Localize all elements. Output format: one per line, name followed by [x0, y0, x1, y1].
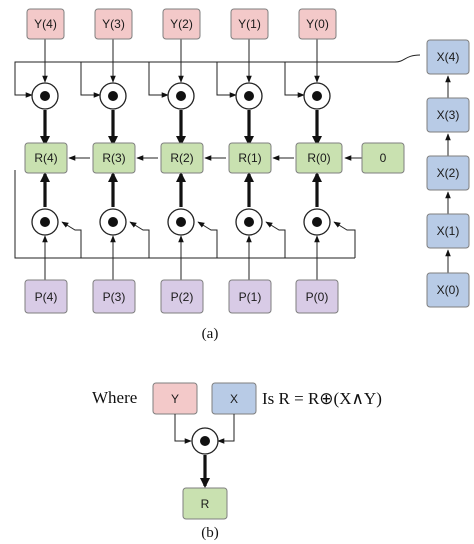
p-label-0: P(0) — [306, 290, 329, 304]
x-label-4: X(4) — [437, 50, 460, 64]
r-box-1: R(1) — [228, 142, 272, 174]
p-box-2: P(2) — [160, 279, 204, 314]
y-label-0: Y(0) — [306, 17, 329, 31]
r-label-3: R(3) — [102, 151, 125, 165]
r-box-0: R(0) — [295, 142, 343, 174]
y-box-3: Y(3) — [94, 8, 133, 40]
legend-wiring — [174, 414, 235, 444]
x-label-1: X(1) — [437, 224, 460, 238]
wiring-a — [14, 39, 451, 280]
y-box-1: Y(1) — [230, 8, 269, 40]
x-box-1: X(1) — [426, 213, 470, 249]
legend-formula: Is R = R⊕(X∧Y) — [262, 389, 382, 408]
top-node-4 — [31, 82, 59, 110]
caption-b: (b) — [201, 525, 219, 541]
bottom-node-1 — [235, 208, 263, 236]
x-box-4: X(4) — [426, 39, 470, 75]
p-box-1: P(1) — [228, 279, 272, 314]
y-box-4: Y(4) — [26, 8, 65, 40]
legend-x-box: X — [211, 382, 257, 415]
p-label-1: P(1) — [239, 290, 262, 304]
x-box-3: X(3) — [426, 97, 470, 133]
zero-label: 0 — [380, 151, 387, 165]
r-label-4: R(4) — [34, 151, 57, 165]
p-label-4: P(4) — [35, 290, 58, 304]
x-box-2: X(2) — [426, 155, 470, 191]
x-box-0: X(0) — [426, 272, 470, 308]
y-label-4: Y(4) — [34, 17, 57, 31]
x-label-3: X(3) — [437, 108, 460, 122]
y-label-1: Y(1) — [238, 17, 261, 31]
legend-r-box: R — [182, 487, 228, 520]
p-box-4: P(4) — [24, 279, 68, 314]
p-label-3: P(3) — [103, 290, 126, 304]
r-label-2: R(2) — [170, 151, 193, 165]
bottom-node-0 — [303, 208, 331, 236]
p-label-2: P(2) — [171, 290, 194, 304]
bottom-node-3 — [99, 208, 127, 236]
bold-arrows-a — [39, 110, 323, 207]
x-label-0: X(0) — [437, 283, 460, 297]
legend-where-text: Where — [92, 388, 137, 407]
zero-box: 0 — [361, 142, 405, 174]
r-label-1: R(1) — [238, 151, 261, 165]
caption-a: (a) — [202, 326, 219, 342]
legend-node — [191, 427, 219, 455]
legend-x-label: X — [230, 392, 238, 406]
r-box-3: R(3) — [92, 142, 136, 174]
p-box-3: P(3) — [92, 279, 136, 314]
top-node-1 — [235, 82, 263, 110]
y-label-3: Y(3) — [102, 17, 125, 31]
x-label-2: X(2) — [437, 166, 460, 180]
top-node-3 — [99, 82, 127, 110]
bottom-node-4 — [31, 208, 59, 236]
top-node-0 — [303, 82, 331, 110]
y-label-2: Y(2) — [170, 17, 193, 31]
y-box-2: Y(2) — [162, 8, 201, 40]
r-box-4: R(4) — [24, 142, 68, 174]
legend-y-box: Y — [152, 382, 198, 415]
legend-y-label: Y — [171, 392, 179, 406]
p-box-0: P(0) — [295, 279, 339, 314]
y-box-0: Y(0) — [298, 8, 337, 40]
top-node-2 — [167, 82, 195, 110]
bottom-node-2 — [167, 208, 195, 236]
r-label-0: R(0) — [307, 151, 330, 165]
legend-r-label: R — [201, 497, 210, 511]
r-box-2: R(2) — [160, 142, 204, 174]
